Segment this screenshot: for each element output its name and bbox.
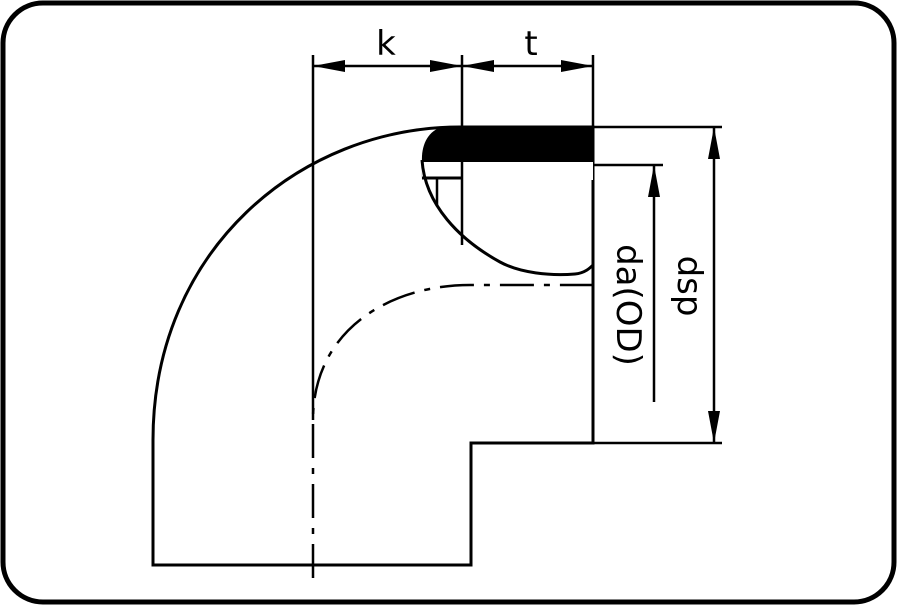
label-t: t [524,24,537,64]
label-dsp: dsp [669,256,709,317]
socket-wall-lower [422,162,593,180]
inner-bore-curve [420,159,595,277]
socket-wall-band [421,127,593,162]
label-k: k [376,24,396,64]
dsp-arrow-top [708,127,720,159]
t-arrow-right [561,60,593,72]
da-arrow-top [648,165,660,197]
centerline [311,283,593,578]
elbow-outline [151,125,595,567]
label-da-od: da(OD) [608,244,648,366]
t-arrow-left [462,60,494,72]
k-arrow-left [313,60,345,72]
dsp-arrow-bottom [708,411,720,443]
k-arrow-right [430,60,462,72]
